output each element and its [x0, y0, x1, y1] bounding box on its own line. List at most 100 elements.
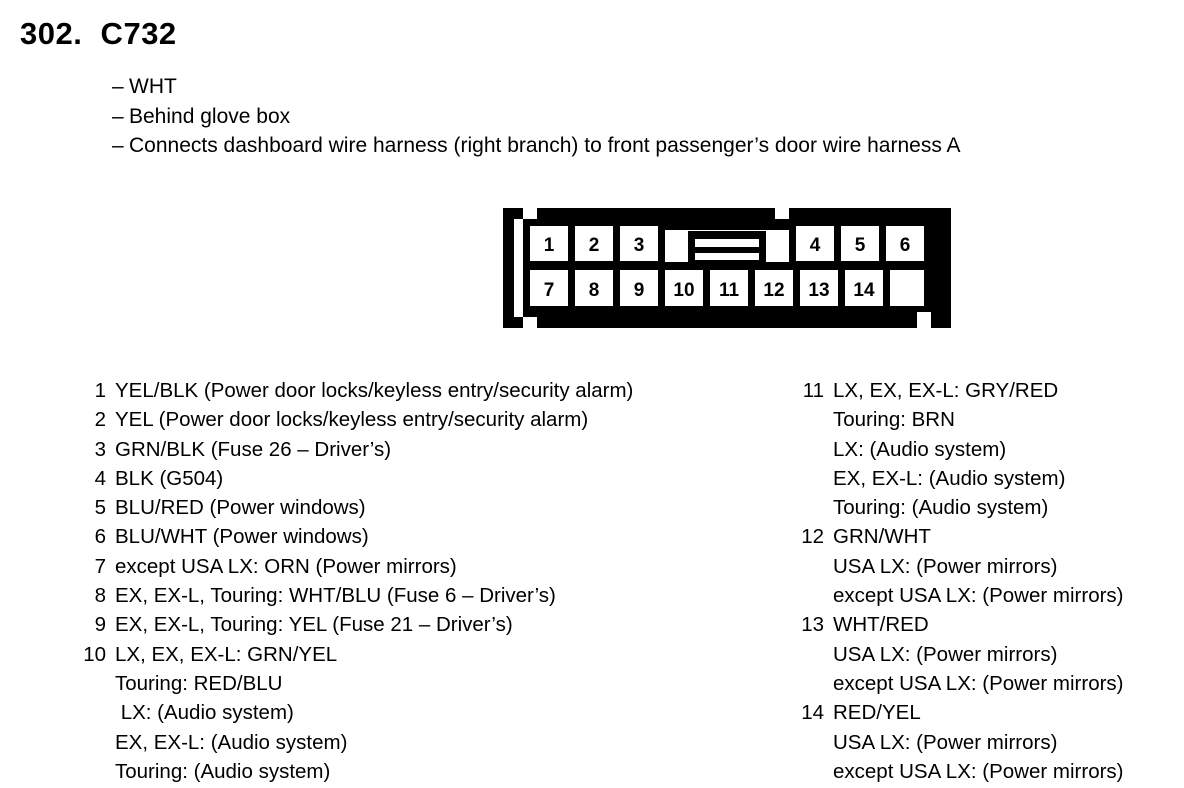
pin-sub-description: LX: (Audio system) [115, 701, 294, 725]
pin-sub-description: EX, EX-L: (Audio system) [115, 730, 348, 754]
cell-label-3: 3 [634, 235, 645, 256]
pin-sub-description: USA LX: (Power mirrors) [833, 642, 1058, 666]
cell-4-face [796, 226, 834, 261]
pin-entry: 12 GRN/WHT USA LX: (Power mirrors) except U… [800, 522, 1180, 610]
pin-description: EX, EX-L, Touring: WHT/BLU (Fuse 6 – Dri… [115, 584, 556, 608]
cell-12-face [755, 270, 793, 306]
pin-sub-description: Touring: BRN [833, 408, 955, 432]
cell-label-4: 4 [810, 235, 821, 256]
cell-label-10: 10 [673, 280, 694, 301]
pin-primary-row: 7 except USA LX: ORN (Power mirrors) [80, 552, 740, 581]
cell-label-14: 14 [853, 280, 875, 301]
pin-entry: 8 EX, EX-L, Touring: WHT/BLU (Fuse 6 – Dr… [80, 581, 740, 610]
note-dash-marker: – [112, 75, 124, 98]
locking-tab-icon [688, 231, 766, 268]
cell-label-9: 9 [634, 280, 645, 301]
pin-description: EX, EX-L, Touring: YEL (Fuse 21 – Driver… [115, 613, 513, 637]
cell-2-face [575, 226, 613, 261]
connector-note-line: –Behind glove box [112, 102, 961, 132]
pin-number: 6 [94, 525, 106, 549]
cell-label-5: 5 [855, 235, 866, 256]
pin-description: GRN/BLK (Fuse 26 – Driver’s) [115, 437, 392, 461]
connector-notes-list: –WHT–Behind glove box–Connects dashboard… [112, 72, 961, 161]
pin-primary-row: 12 GRN/WHT [800, 522, 1180, 551]
cell-10-face [665, 270, 703, 306]
cell-label-13: 13 [808, 280, 829, 301]
cell-14-face-ext [890, 270, 924, 306]
pin-description: BLK (G504) [115, 466, 224, 490]
pin-number: 3 [94, 437, 106, 461]
connector-svg: 1 2 3 4 5 6 7 8 9 10 11 12 13 14 [503, 208, 951, 328]
pin-sub-description: USA LX: (Power mirrors) [833, 730, 1058, 754]
pin-sub-description: Touring: (Audio system) [833, 496, 1049, 520]
cell-9-face [620, 270, 658, 306]
pin-description: except USA LX: ORN (Power mirrors) [115, 554, 457, 578]
note-dash-marker: – [112, 134, 124, 157]
pin-entry: 3 GRN/BLK (Fuse 26 – Driver’s) [80, 435, 740, 464]
pin-sub-description: USA LX: (Power mirrors) [833, 554, 1058, 578]
pin-sub-description: Touring: RED/BLU [115, 671, 283, 695]
pin-number: 7 [94, 554, 106, 578]
pin-number: 12 [801, 525, 824, 549]
pin-sub-description: except USA LX: (Power mirrors) [833, 759, 1124, 783]
cell-label-2: 2 [589, 235, 600, 256]
pin-primary-row: 8 EX, EX-L, Touring: WHT/BLU (Fuse 6 – Dr… [80, 581, 740, 610]
cell-label-6: 6 [900, 235, 911, 256]
cell-1-face [530, 226, 568, 261]
cell-label-11: 11 [719, 280, 740, 301]
pin-entry: 7 except USA LX: ORN (Power mirrors) [80, 552, 740, 581]
cell-label-8: 8 [589, 280, 600, 301]
connector-pinout-diagram: 1 2 3 4 5 6 7 8 9 10 11 12 13 14 [503, 208, 951, 328]
pin-number: 8 [94, 584, 106, 608]
pin-sub-description: LX: (Audio system) [833, 437, 1007, 461]
pin-description: WHT/RED [833, 613, 929, 637]
pin-description: GRN/WHT [833, 525, 931, 549]
cell-label-12: 12 [763, 280, 784, 301]
cell-label-7: 7 [544, 280, 555, 301]
pin-description: YEL (Power door locks/keyless entry/secu… [115, 408, 589, 432]
pin-sub-description: except USA LX: (Power mirrors) [833, 584, 1124, 608]
pin-description: BLU/RED (Power windows) [115, 496, 366, 520]
cell-label-1: 1 [544, 235, 555, 256]
pin-sub-description: except USA LX: (Power mirrors) [833, 671, 1124, 695]
note-text: Behind glove box [129, 104, 291, 128]
pin-primary-row: 3 GRN/BLK (Fuse 26 – Driver’s) [80, 435, 740, 464]
cell-13-face [800, 270, 838, 306]
pin-entry: 4 BLK (G504) [80, 464, 740, 493]
pin-sub-description: Touring: (Audio system) [115, 759, 331, 783]
note-text: WHT [129, 75, 177, 98]
pin-primary-row: 4 BLK (G504) [80, 464, 740, 493]
note-text: Connects dashboard wire harness (right b… [129, 134, 961, 157]
cell-5-face [841, 226, 879, 261]
pin-number: 1 [94, 379, 106, 402]
pin-sub-description: EX, EX-L: (Audio system) [833, 466, 1066, 490]
cell-6-face [886, 226, 924, 261]
page-title: 302. C732 [20, 16, 177, 51]
pin-description: LX, EX, EX-L: GRY/RED [833, 379, 1059, 402]
pin-number: 4 [94, 466, 106, 490]
locking-tab-slot-lower [695, 253, 759, 260]
connector-note-line: –WHT [112, 72, 961, 102]
cell-7-face [530, 270, 568, 306]
note-dash-marker: – [112, 104, 124, 128]
locking-tab-slot-upper [695, 239, 759, 247]
